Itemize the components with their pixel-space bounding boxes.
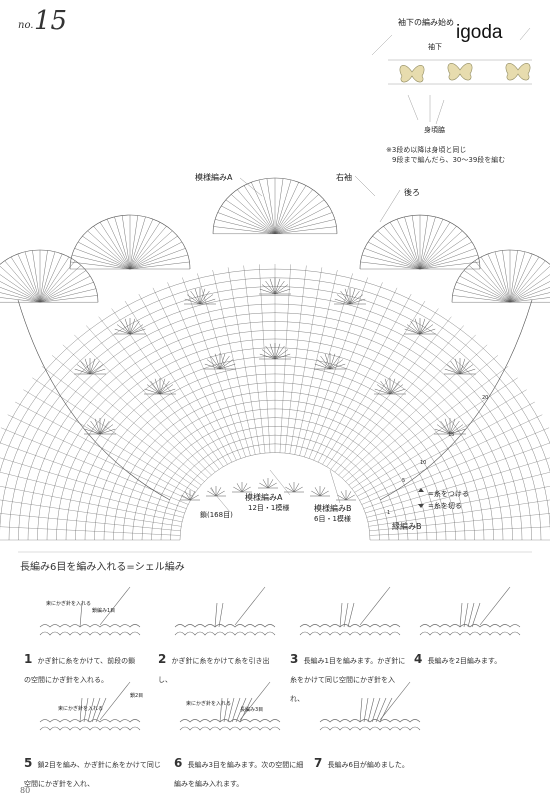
step-5-callout-2: 鎖2目 [130,693,144,699]
legend-cut-symbol [418,504,424,508]
label-pattern-b: 模様編みB [314,504,352,513]
step-4-number: 4 [414,652,423,666]
label-right-sleeve: 右袖 [336,173,352,182]
step-4-text: 長編みを2目編みます。 [427,657,502,665]
watermark: igoda [456,22,503,43]
label-back: 後ろ [404,188,420,197]
inset-title: 袖下の編み始め [398,18,454,27]
step-3: 3 長編み1目を編みます。かぎ針に糸をかけて同じ空間にかぎ針を入れ、 [290,648,408,705]
step-2: 2 かぎ針に糸をかけて糸を引き出し、 [158,648,276,686]
crochet-diagram [0,177,550,541]
row-number-1: 1 [387,510,391,516]
inset-note-1: ※3段め以降は身頃と同じ [386,146,467,154]
row-number-20: 20 [482,395,489,401]
step-5: 5 鎖2目を編み、かぎ針に糸をかけて同じ空間にかぎ針を入れ、 [24,752,164,790]
step-2-text: かぎ針に糸をかけて糸を引き出し、 [158,657,270,684]
butterfly-ornament-2 [447,63,473,81]
label-pattern-a-top: 模様編みA [195,173,233,182]
step-7-text: 長編み6目が編めました。 [327,761,409,769]
step-3-text: 長編み1目を編みます。かぎ針に糸をかけて同じ空間にかぎ針を入れ、 [290,657,406,703]
step-6-callout-2: 長編み3目 [240,707,264,713]
step-6-text: 長編み3目を編みます。次の空間に細編みを編み入れます。 [174,761,304,788]
inset-label-body: 身頃脇 [424,126,445,134]
step-1-callout-2: 鎖編み1目 [92,608,116,614]
label-pattern-a-bottom: 模様編みA [245,493,283,502]
step-6-callout-1: 束にかぎ針を入れる [186,701,232,707]
butterfly-ornament-3 [505,63,531,81]
legend-cut: =糸を切る [428,502,462,510]
label-edging-b: 縁編みB [392,522,422,531]
tutorial-title: 長編み6目を編み入れる=シェル編み [20,562,185,573]
inset-label-sleeve: 袖下 [428,43,442,51]
step-5-callout-1: 束にかぎ針を入れる [58,706,104,712]
pattern-number-prefix: no. [18,20,34,31]
step-2-number: 2 [158,652,167,666]
step-1-number: 1 [24,652,33,666]
step-5-text: 鎖2目を編み、かぎ針に糸をかけて同じ空間にかぎ針を入れ、 [24,761,161,788]
step-6: 6 長編み3目を編みます。次の空間に細編みを編み入れます。 [174,752,304,790]
label-chain-count: 鎖(168目) [200,511,233,519]
step-6-number: 6 [174,756,183,770]
step-7-number: 7 [314,756,323,770]
pattern-number: 15 [34,6,68,36]
page-number: 80 [20,786,31,795]
butterfly-ornament-1 [399,65,425,83]
label-pattern-a-repeat: 12目・1模様 [248,504,290,512]
step-4: 4 長編みを2目編みます。 [414,648,532,667]
step-1-text: かぎ針に糸をかけて、前段の鎖の空間にかぎ針を入れる。 [24,657,136,684]
label-pattern-b-repeat: 6目・1模様 [314,515,351,523]
inset-note-2: 9段まで編んだら、30〜39段を編む [392,156,506,164]
legend-attach-symbol [418,488,424,492]
step-5-number: 5 [24,756,33,770]
row-number-10: 10 [420,460,427,466]
step-1-callout-1: 束にかぎ針を入れる [46,601,92,607]
step-1: 1 かぎ針に糸をかけて、前段の鎖の空間にかぎ針を入れる。 [24,648,142,686]
step-7: 7 長編み6目が編めました。 [314,752,454,771]
step-3-number: 3 [290,652,299,666]
inset-flowers [371,27,532,125]
row-number-15: 15 [448,432,455,438]
row-number-5: 5 [402,478,406,484]
